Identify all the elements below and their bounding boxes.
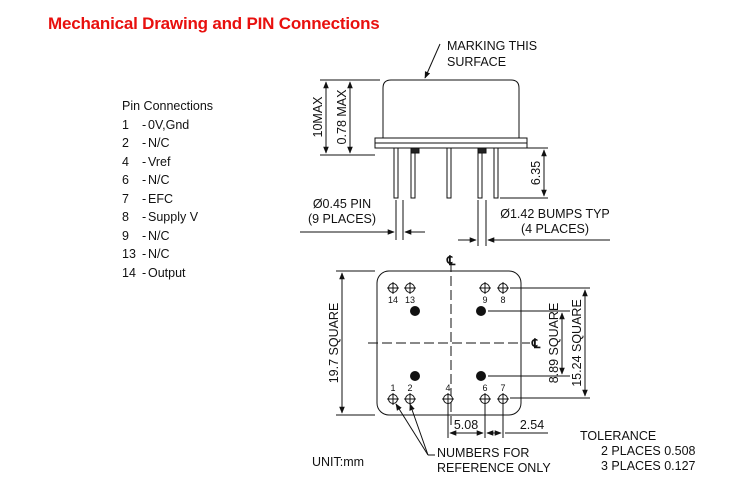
dim-spacing-narrow-label: 2.54 xyxy=(520,418,544,432)
pin-number: 2 xyxy=(122,136,129,150)
pin-connections-header: Pin Connections xyxy=(122,99,214,113)
marking-label-1: MARKING THIS xyxy=(447,39,537,53)
marking-leader xyxy=(424,43,441,79)
reference-leader xyxy=(395,403,429,456)
pin-row: 1-0V,Gnd xyxy=(122,116,213,135)
pin-label-4: 4 xyxy=(445,383,450,393)
pin-function: Supply V xyxy=(148,210,199,224)
bottom-bumps xyxy=(410,306,486,381)
pin-dash: - xyxy=(142,136,147,150)
pin-hole xyxy=(497,393,509,405)
pin-dash: - xyxy=(142,154,147,169)
dim-bump-label: 8.89 SQUARE xyxy=(547,303,561,384)
pin-number: 4 xyxy=(122,154,129,169)
pin-row: 2-N/C xyxy=(122,134,213,153)
pin-number: 14 xyxy=(122,265,136,280)
bumps-label-1: Ø1.42 BUMPS TYP xyxy=(500,207,610,221)
pin-dash: - xyxy=(142,117,147,132)
pin-hole xyxy=(404,282,416,294)
pin-label-8: 8 xyxy=(500,295,505,305)
pin-function: EFC xyxy=(148,191,173,206)
pin-label-9: 9 xyxy=(482,295,487,305)
pin-row: 9-N/C xyxy=(122,227,213,246)
pin-function: N/C xyxy=(148,136,170,150)
pin-dia-label-1: Ø0.45 PIN xyxy=(313,197,371,211)
pin-hole xyxy=(387,393,399,405)
bump-left xyxy=(410,147,420,154)
pin-lead xyxy=(393,147,399,199)
pin-hole xyxy=(442,393,454,405)
pin-hole xyxy=(387,282,399,294)
pin-row: 7-EFC xyxy=(122,190,213,209)
pin-dash: - xyxy=(142,228,147,243)
bump-dot xyxy=(476,371,486,381)
pin-label-7: 7 xyxy=(500,383,505,393)
pin-row: 6-N/C xyxy=(122,171,213,190)
reference-leader xyxy=(409,403,429,456)
pin-row: 8-Supply V xyxy=(122,208,213,227)
bump-dot xyxy=(410,371,420,381)
pin-label-2: 2 xyxy=(407,383,412,393)
pin-function: N/C xyxy=(148,228,170,243)
dim-height-in-label: 0.78 MAX xyxy=(335,89,349,145)
bump-dot xyxy=(476,306,486,316)
pin-number: 1 xyxy=(122,117,129,132)
unit-label: UNIT:mm xyxy=(312,455,364,469)
pin-label-14: 14 xyxy=(388,295,398,305)
dim-inner-label: 15.24 SQUARE xyxy=(570,299,584,387)
pin-function: N/C xyxy=(148,247,170,261)
page-title: Mechanical Drawing and PIN Connections xyxy=(48,14,380,33)
pin-number: 13 xyxy=(122,247,136,261)
bump-right xyxy=(477,147,487,154)
tolerance-line-1: 2 PLACES 0.508 xyxy=(601,444,696,458)
pin-dash: - xyxy=(142,210,147,224)
pin-dia-label-2: (9 PLACES) xyxy=(308,212,376,226)
pin-row: 4-Vref xyxy=(122,153,213,172)
pin-row: 13-N/C xyxy=(122,245,213,264)
pin-number: 8 xyxy=(122,210,129,224)
pin-label-13: 13 xyxy=(405,295,415,305)
pin-holes xyxy=(387,282,509,405)
tolerance-line-2: 3 PLACES 0.127 xyxy=(601,459,696,473)
centerline-symbol-top: ℄ xyxy=(446,253,456,268)
pin-dash: - xyxy=(142,265,147,280)
bumps-label-2: (4 PLACES) xyxy=(521,222,589,236)
pin-lead xyxy=(477,152,483,199)
pin-function: N/C xyxy=(148,173,170,187)
tolerance-header: TOLERANCE xyxy=(580,429,656,443)
bump-dot xyxy=(410,306,420,316)
dim-height-mm-label: 10MAX xyxy=(311,96,325,138)
pin-label-6: 6 xyxy=(482,383,487,393)
side-view xyxy=(300,43,610,246)
pin-hole xyxy=(479,282,491,294)
pin-label-1: 1 xyxy=(390,383,395,393)
pin-lead xyxy=(446,147,452,199)
dim-spacing-wide-label: 5.08 xyxy=(454,418,478,432)
can-body xyxy=(382,79,520,139)
pin-row: 14-Output xyxy=(122,264,213,283)
marking-label-2: SURFACE xyxy=(447,55,506,69)
pin-number: 6 xyxy=(122,173,129,187)
pin-hole xyxy=(404,393,416,405)
reference-label-2: REFERENCE ONLY xyxy=(437,461,551,475)
centerline-symbol-right: ℄ xyxy=(531,336,541,351)
pin-lead xyxy=(410,152,416,199)
pin-number: 7 xyxy=(122,191,129,206)
reference-label-1: NUMBERS FOR xyxy=(437,446,529,460)
dim-outer-label: 19.7 SQUARE xyxy=(327,303,341,384)
pin-dash: - xyxy=(142,191,147,206)
pin-hole xyxy=(497,282,509,294)
pin-lead xyxy=(493,147,499,199)
dim-pin-length-label: 6.35 xyxy=(529,161,543,185)
pin-hole xyxy=(479,393,491,405)
pin-function: Vref xyxy=(148,154,171,169)
pin-dash: - xyxy=(142,247,147,261)
pin-function: 0V,Gnd xyxy=(148,117,190,132)
pin-function: Output xyxy=(148,265,186,280)
pin-number: 9 xyxy=(122,228,129,243)
pin-dash: - xyxy=(142,173,147,187)
